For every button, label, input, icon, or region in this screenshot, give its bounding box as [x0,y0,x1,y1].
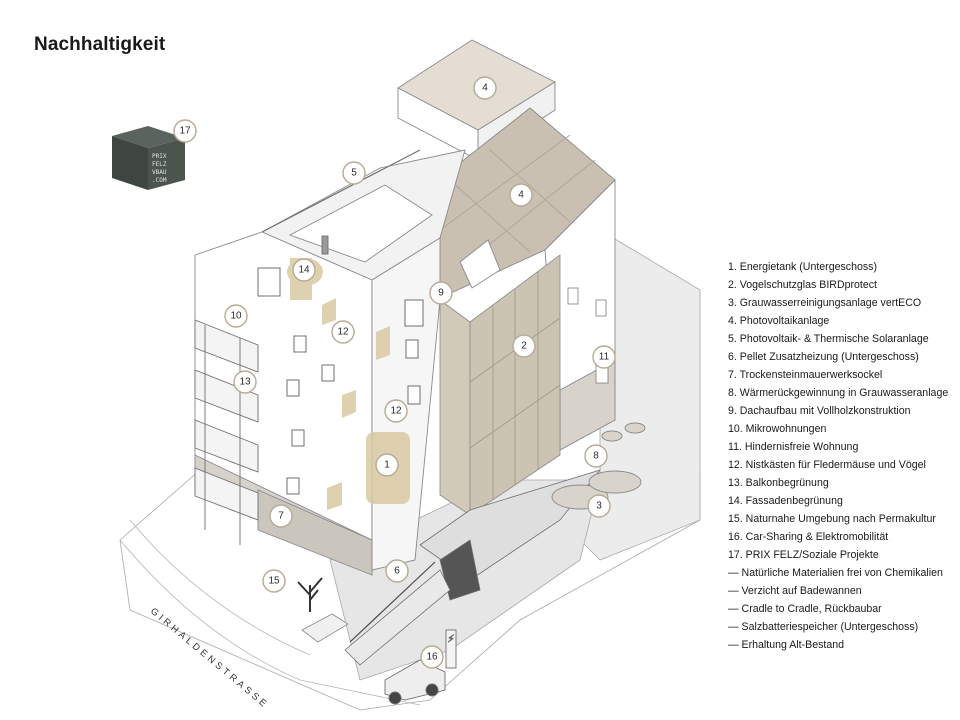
legend-item: 15. Naturnahe Umgebung nach Permakultur [728,513,936,525]
legend-item: 1. Energietank (Untergeschoss) [728,261,877,273]
legend-item: 17. PRIX FELZ/Soziale Projekte [728,549,879,561]
greywater-tanks [551,422,646,510]
marker-16[interactable]: 16 [420,645,444,669]
marker-14[interactable]: 14 [292,258,316,282]
svg-text:2: 2 [521,341,527,352]
cube-line-4: .COM [152,177,167,184]
legend-item: — Erhaltung Alt-Bestand [728,639,845,651]
marker-12-upper[interactable]: 12 [331,320,355,344]
svg-text:7: 7 [278,511,284,522]
side-building [544,178,616,451]
cube-line-3: VBAU [152,169,167,176]
legend-item: 4. Photovoltaikanlage [728,315,830,327]
street-edge [119,519,421,706]
marker-13[interactable]: 13 [233,370,257,394]
svg-text:5: 5 [351,168,357,179]
legend-item: 10. Mikrowohnungen [728,423,827,435]
marker-3[interactable]: 3 [587,494,611,518]
legend-item: — Cradle to Cradle, Rückbaubar [728,603,882,615]
svg-text:1: 1 [384,460,390,471]
legend-item: 6. Pellet Zusatzheizung (Untergeschoss) [728,351,919,363]
svg-text:4: 4 [518,190,524,201]
marker-8[interactable]: 8 [584,444,608,468]
legend-item: — Natürliche Materialien frei von Chemik… [728,567,943,579]
svg-text:4: 4 [482,83,488,94]
prix-felz-cube: PRIX FELZ VBAU .COM [112,126,185,190]
marker-10[interactable]: 10 [224,304,248,328]
page-title: Nachhaltigkeit [34,34,166,55]
cube-line-2: FELZ [152,161,167,168]
svg-text:11: 11 [599,352,610,363]
legend-item: 9. Dachaufbau mit Vollholzkonstruktion [728,405,911,417]
svg-text:3: 3 [596,501,602,512]
marker-1[interactable]: 1 [375,453,399,477]
marker-4-roof[interactable]: 4 [509,183,533,207]
marker-2[interactable]: 2 [512,334,536,358]
legend-item: 13. Balkonbegrünung [728,477,829,489]
marker-6[interactable]: 6 [385,559,409,583]
tree [297,577,323,612]
balconies [194,319,259,545]
marker-4-upper[interactable]: 4 [473,76,497,100]
legend-item: 12. Nistkästen für Fledermäuse und Vögel [728,459,926,471]
diagram-markers: 17 4 5 4 14 9 10 12 2 11 13 12 1 8 3 7 6… [173,76,616,669]
marker-17[interactable]: 17 [173,119,197,143]
svg-text:15: 15 [268,576,280,587]
svg-text:6: 6 [394,566,400,577]
legend-item: 11. Hindernisfreie Wohnung [728,441,859,453]
svg-text:10: 10 [230,311,242,322]
svg-text:⚡: ⚡ [447,634,454,645]
marker-7[interactable]: 7 [269,504,293,528]
svg-text:16: 16 [426,652,438,663]
svg-text:12: 12 [337,327,349,338]
legend-item: 7. Trockensteinmauerwerksockel [728,369,883,381]
legend-item: — Verzicht auf Badewannen [728,585,862,597]
glass-facade [439,254,561,516]
facade-greening [287,258,410,510]
legend-item: 3. Grauwasserreinigungsanlage vertECO [728,297,922,309]
cube-line-1: PRIX [152,153,167,160]
svg-text:12: 12 [390,406,402,417]
svg-text:17: 17 [179,126,191,137]
svg-text:9: 9 [438,288,444,299]
marker-15[interactable]: 15 [262,569,286,593]
sustainability-legend: 1. Energietank (Untergeschoss) 2. Vogels… [728,258,948,654]
legend-item: 5. Photovoltaik- & Thermische Solaranlag… [728,333,929,345]
mailboxes [301,613,349,643]
legend-item: 8. Wärmerückgewinnung in Grauwasseranlag… [728,387,949,399]
legend-item: 2. Vogelschutzglas BIRDprotect [728,279,877,291]
marker-12-lower[interactable]: 12 [384,399,408,423]
legend-item: 16. Car-Sharing & Elektromobilität [728,531,889,543]
svg-text:14: 14 [298,265,310,276]
legend-item: — Salzbatteriespeicher (Untergeschoss) [728,621,919,633]
legend-item: 14. Fassadenbegrünung [728,495,843,507]
marker-5[interactable]: 5 [342,161,366,185]
ev-car: ⚡ [384,629,457,705]
marker-11[interactable]: 11 [592,345,616,369]
svg-text:13: 13 [239,377,251,388]
svg-text:8: 8 [593,451,599,462]
windows [257,267,424,495]
marker-9[interactable]: 9 [429,281,453,305]
